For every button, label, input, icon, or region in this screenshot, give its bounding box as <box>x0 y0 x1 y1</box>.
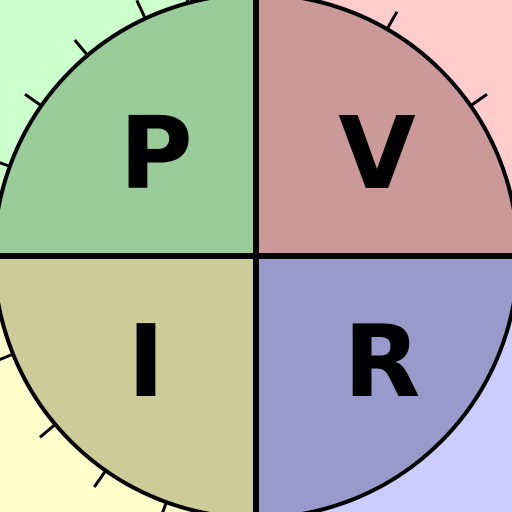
letter-r: R <box>343 303 420 420</box>
outer-ring-tick <box>0 161 11 168</box>
outer-ring-tick <box>135 0 147 20</box>
letter-v: V <box>338 95 415 212</box>
letter-i: I <box>127 303 164 420</box>
letter-p: P <box>119 95 192 212</box>
outer-ring-tick <box>73 39 89 57</box>
outer-ring-ticks <box>0 0 488 512</box>
outer-ring-tick <box>39 423 57 439</box>
outer-ring-tick <box>93 469 107 488</box>
outer-ring-tick <box>469 93 488 107</box>
outer-ring-tick <box>0 352 14 362</box>
outer-ring-tick <box>24 93 43 107</box>
outer-ring-tick <box>385 11 399 30</box>
